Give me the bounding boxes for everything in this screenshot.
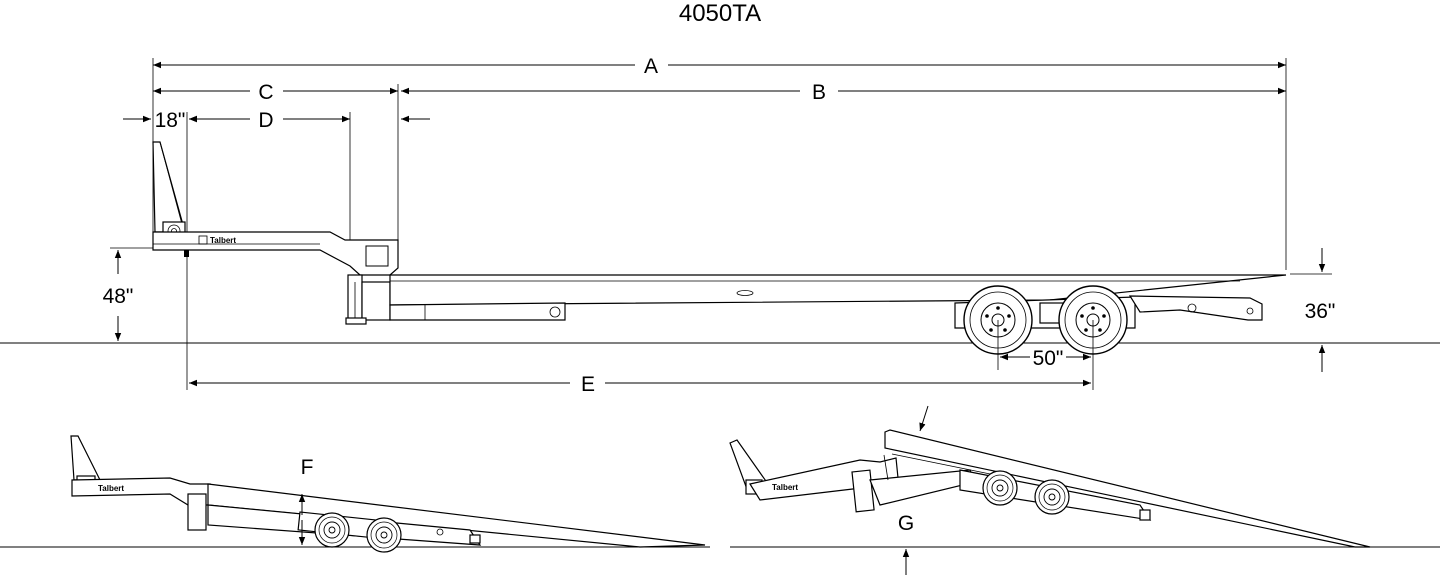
brand-logo-mark (198, 235, 208, 245)
kingpin (184, 250, 189, 257)
dimension-c: C (153, 81, 398, 104)
dimension-axle-spread: 50" (997, 320, 1094, 390)
dimension-d-label: D (258, 109, 273, 132)
dimension-e-label: E (581, 373, 595, 396)
dimension-deck-height: 36" (1290, 248, 1335, 372)
dimension-b: B (397, 81, 1286, 242)
dimension-d: D (189, 109, 430, 266)
brand-logo: Talbert (210, 236, 236, 245)
dimension-e: E (189, 373, 1091, 396)
tilt-view-right: Talbert G (729, 405, 1440, 575)
fifth-wheel-height-label: 48" (103, 285, 134, 308)
drawing-title: 4050TA (679, 0, 761, 27)
trailer-main: Talbert (152, 141, 1287, 355)
brand-logo-right: Talbert (772, 483, 798, 492)
dimension-f: F (298, 456, 314, 545)
brand-logo-left: Talbert (98, 484, 124, 493)
deck-height-label: 36" (1305, 300, 1336, 323)
dimension-fifth-wheel-height: 48" (103, 247, 153, 341)
axle-spread-label: 50" (1033, 347, 1064, 370)
dimension-a-label: A (644, 55, 658, 78)
dimension-c-label: C (258, 81, 273, 104)
kingpin-offset-label: 18" (155, 109, 186, 132)
main-side-view: A C B 18" D (0, 55, 1440, 396)
dimension-g: G (898, 405, 929, 575)
dimension-b-label: B (812, 81, 826, 104)
dimension-f-label: F (301, 456, 314, 479)
ramp-view-left: Talbert F (0, 435, 710, 553)
dimension-g-label: G (898, 512, 914, 535)
